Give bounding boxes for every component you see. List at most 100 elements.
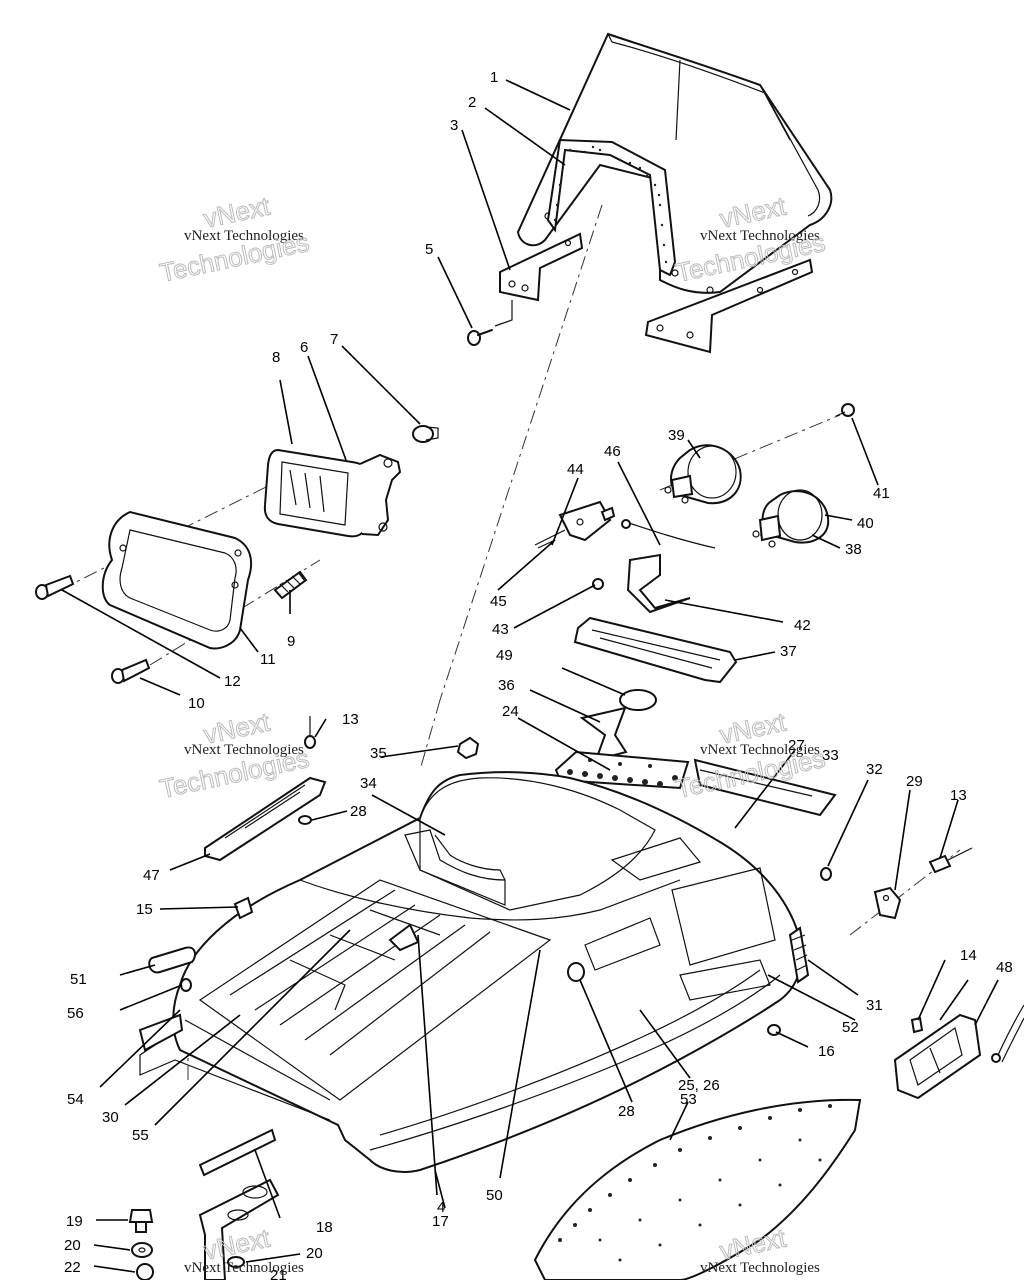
callout-13-left: 13 [342, 711, 359, 728]
callout-31: 31 [866, 997, 883, 1014]
washer-28-left [298, 815, 312, 825]
callout-20-left: 20 [64, 1237, 81, 1254]
callout-40: 40 [857, 515, 874, 532]
screw-10 [111, 658, 151, 684]
svg-text:vNext Technologies: vNext Technologies [700, 742, 820, 758]
callout-50: 50 [486, 1187, 503, 1204]
windshield-bracket-right [644, 258, 814, 354]
callout-47: 47 [143, 867, 160, 884]
trim-plate-37 [573, 616, 738, 684]
callout-16: 16 [818, 1043, 835, 1060]
callout-42: 42 [794, 617, 811, 634]
connector-13-left [304, 716, 316, 749]
callout-15: 15 [136, 901, 153, 918]
callout-30: 30 [102, 1109, 119, 1126]
callout-19: 19 [66, 1213, 83, 1230]
screw-56 [180, 978, 192, 992]
callout-14: 14 [960, 947, 977, 964]
callout-35: 35 [370, 745, 387, 762]
callout-36: 36 [498, 677, 515, 694]
callout-48: 48 [996, 959, 1013, 976]
bulb-14 [910, 1016, 924, 1034]
windshield-bracket-left [499, 232, 584, 302]
headlight-bulb [412, 425, 439, 443]
gauge-39 [664, 444, 742, 505]
bracket-36 [579, 706, 628, 762]
callout-7: 7 [330, 331, 338, 348]
callout-1: 1 [490, 69, 498, 86]
disk-49 [619, 689, 657, 711]
hinge-plate [198, 1128, 280, 1280]
callout-3: 3 [450, 117, 458, 134]
callout-46: 46 [604, 443, 621, 460]
callout-45: 45 [490, 593, 507, 610]
harness-lead [991, 1004, 1024, 1063]
callout-54: 54 [67, 1091, 84, 1108]
callout-51: 51 [70, 971, 87, 988]
svg-text:vNext Technologies: vNext Technologies [184, 742, 304, 758]
callout-18: 18 [316, 1219, 333, 1236]
switch-assembly [534, 500, 716, 549]
headlight-housing [263, 448, 402, 538]
foam-53 [533, 1098, 862, 1280]
decal-27 [693, 758, 837, 817]
callout-41: 41 [873, 485, 890, 502]
callout-25-26: 25, 26 [678, 1077, 720, 1094]
bolt-19 [128, 1209, 154, 1233]
callout-10: 10 [188, 695, 205, 712]
callout-52: 52 [842, 1019, 859, 1036]
nut-22 [136, 1263, 154, 1280]
callout-9: 9 [287, 633, 295, 650]
callout-13-right: 13 [950, 787, 967, 804]
callout-49: 49 [496, 647, 513, 664]
callout-53: 53 [680, 1091, 697, 1108]
screw-15 [233, 896, 254, 920]
adjuster-spring [273, 570, 308, 600]
callout-21: 21 [270, 1267, 287, 1280]
svg-text:vNext Technologies: vNext Technologies [700, 1260, 820, 1276]
callout-28-left: 28 [350, 803, 367, 820]
connector-13-right [928, 847, 973, 874]
gauge-40 [752, 489, 830, 548]
svg-text:vNext Technologies: vNext Technologies [184, 1260, 304, 1276]
callout-20-right: 20 [306, 1245, 323, 1262]
nut-43 [592, 578, 604, 590]
callout-38: 38 [845, 541, 862, 558]
headlight-bezel [101, 510, 253, 650]
watermark-mid-left: vNext vNext Technologies Technologies [157, 706, 313, 804]
callout-labels: 1 2 3 4 5 6 7 8 9 10 11 12 13 13 14 15 1… [64, 69, 1013, 1280]
callout-37: 37 [780, 643, 797, 660]
callout-12: 12 [224, 673, 241, 690]
hood-body [138, 771, 810, 1173]
callout-33: 33 [822, 747, 839, 764]
callout-8: 8 [272, 349, 280, 366]
leader-lines [61, 79, 999, 1273]
svg-text:vNext Technologies: vNext Technologies [184, 228, 304, 244]
callout-44: 44 [567, 461, 584, 478]
callout-28-right: 28 [618, 1103, 635, 1120]
callout-55: 55 [132, 1127, 149, 1144]
callout-11: 11 [260, 651, 276, 668]
screw-5 [467, 300, 513, 346]
windshield-gasket [546, 138, 677, 277]
callout-39: 39 [668, 427, 685, 444]
callout-34: 34 [360, 775, 377, 792]
watermark-bottom-left: vNext vNext Technologies [184, 1222, 304, 1276]
callout-43: 43 [492, 621, 509, 638]
callout-24: 24 [502, 703, 519, 720]
washer-20-left [131, 1242, 153, 1258]
washer-20-right [227, 1256, 245, 1268]
callout-27: 27 [788, 737, 805, 754]
cap-51 [148, 946, 197, 974]
gauge-bracket [626, 553, 691, 614]
taillight-48 [893, 1013, 982, 1100]
callout-32: 32 [866, 761, 883, 778]
callout-22: 22 [64, 1259, 81, 1276]
nut-35 [456, 736, 480, 760]
watermark-top-left: vNext vNext Technologies Technologies [157, 190, 313, 288]
bolt-41 [835, 403, 855, 417]
callout-56: 56 [67, 1005, 84, 1022]
callout-2: 2 [468, 94, 476, 111]
screw-32 [820, 867, 832, 881]
